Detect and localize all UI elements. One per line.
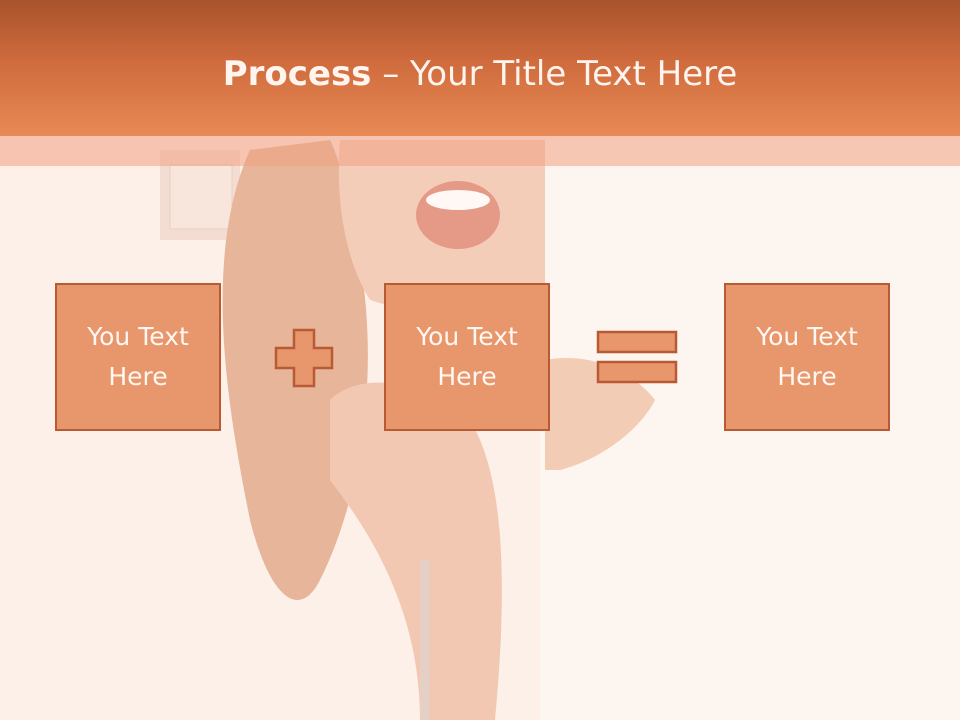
process-box-2-label: You Text Here — [416, 322, 518, 391]
title-bar — [0, 0, 960, 136]
plus-icon — [274, 328, 334, 388]
process-box-2[interactable]: You Text Here — [384, 283, 550, 431]
title-bar-strip — [0, 136, 960, 166]
process-box-1[interactable]: You Text Here — [55, 283, 221, 431]
title-bold: Process — [222, 54, 372, 94]
process-box-3[interactable]: You Text Here — [724, 283, 890, 431]
title-rest: – Your Title Text Here — [371, 54, 738, 94]
process-box-3-label: You Text Here — [756, 322, 858, 391]
process-box-1-label: You Text Here — [87, 322, 189, 391]
equals-icon — [596, 330, 678, 384]
slide-title[interactable]: Process – Your Title Text Here — [0, 52, 960, 96]
